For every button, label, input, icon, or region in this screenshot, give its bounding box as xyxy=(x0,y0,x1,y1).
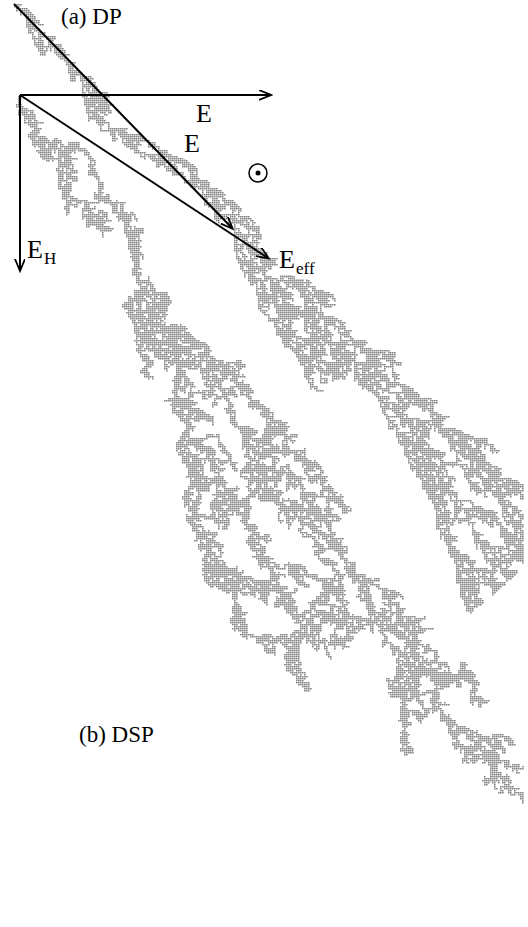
dsp-cluster xyxy=(16,96,524,804)
effective-field-arrow xyxy=(20,95,268,258)
out-of-plane-symbol xyxy=(249,164,267,182)
field-label: E xyxy=(183,130,201,159)
subscript: eff xyxy=(295,260,316,279)
subscript: H xyxy=(43,250,57,269)
dp-cluster xyxy=(14,4,524,614)
hall-field-arrow xyxy=(19,95,21,270)
field-label: E xyxy=(26,236,44,265)
out-of-plane-dot xyxy=(256,171,261,176)
field-label: E xyxy=(278,246,296,275)
panel-label: (a) DP xyxy=(60,4,123,29)
field-label: E xyxy=(195,100,213,129)
field-arrow xyxy=(14,4,232,228)
field-arrow xyxy=(20,94,270,96)
panel-label: (b) DSP xyxy=(78,722,155,747)
